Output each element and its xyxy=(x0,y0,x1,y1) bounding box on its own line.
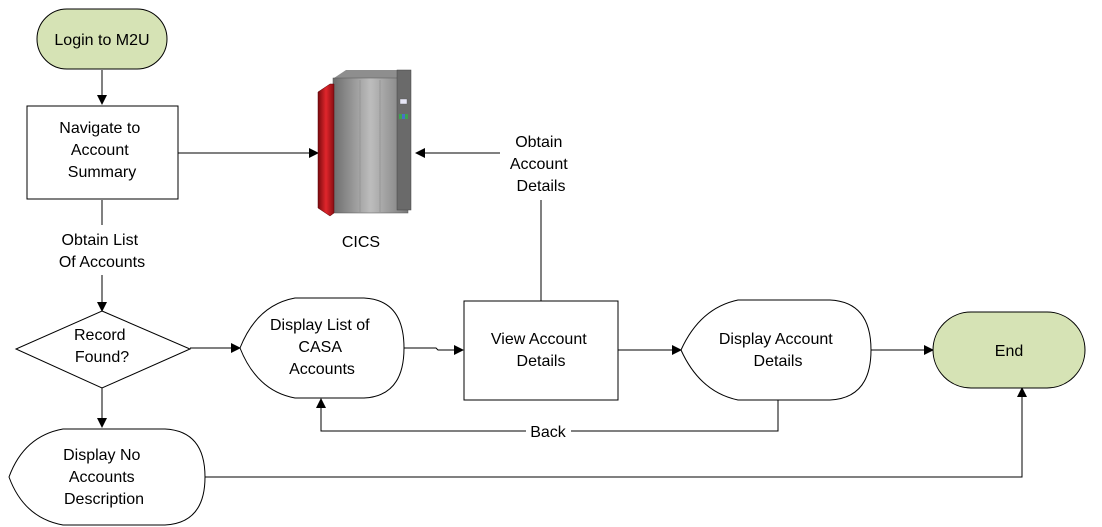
display-shape xyxy=(8,428,206,526)
node-record-found: Record Found? xyxy=(14,310,192,389)
edge-label-obtain-list: Obtain List Of Accounts xyxy=(59,232,145,271)
node-login: Login to M2U xyxy=(36,8,168,70)
node-view-details: View Account Details xyxy=(463,300,619,401)
mainframe-server-icon xyxy=(317,69,412,217)
node-end-label: End xyxy=(995,343,1023,360)
node-login-label: Login to M2U xyxy=(54,32,149,49)
cics-label: CICS xyxy=(342,234,380,251)
node-navigate-label: Navigate to Account Summary xyxy=(59,120,144,181)
node-record-found-label: Record Found? xyxy=(74,327,130,366)
node-end: End xyxy=(932,311,1086,389)
display-shape xyxy=(239,297,405,399)
node-navigate: Navigate to Account Summary xyxy=(26,105,179,200)
process-shape xyxy=(26,105,179,200)
node-display-no-accounts-label: Display No Accounts Description xyxy=(63,447,145,508)
terminator-shape xyxy=(36,8,168,70)
terminator-shape xyxy=(932,311,1086,389)
edge-label-obtain-details: Obtain Account Details xyxy=(510,134,572,195)
display-shape xyxy=(680,299,872,401)
edge-display-list-to-view xyxy=(404,345,464,355)
node-view-details-label: View Account Details xyxy=(491,331,591,370)
connectors xyxy=(97,70,1027,478)
node-display-no-accounts: Display No Accounts Description xyxy=(8,428,206,526)
node-display-list-label: Display List of CASA Accounts xyxy=(270,317,374,378)
decision-shape xyxy=(14,310,192,389)
node-display-list: Display List of CASA Accounts xyxy=(239,297,405,399)
edge-no-accounts-to-end xyxy=(205,387,1027,478)
process-shape xyxy=(463,300,619,401)
node-display-details-label: Display Account Details xyxy=(719,331,837,370)
node-display-details: Display Account Details xyxy=(680,299,872,401)
edge-label-back: Back xyxy=(530,424,567,441)
edge-back-left xyxy=(316,398,526,432)
edge-back-right xyxy=(571,400,779,432)
